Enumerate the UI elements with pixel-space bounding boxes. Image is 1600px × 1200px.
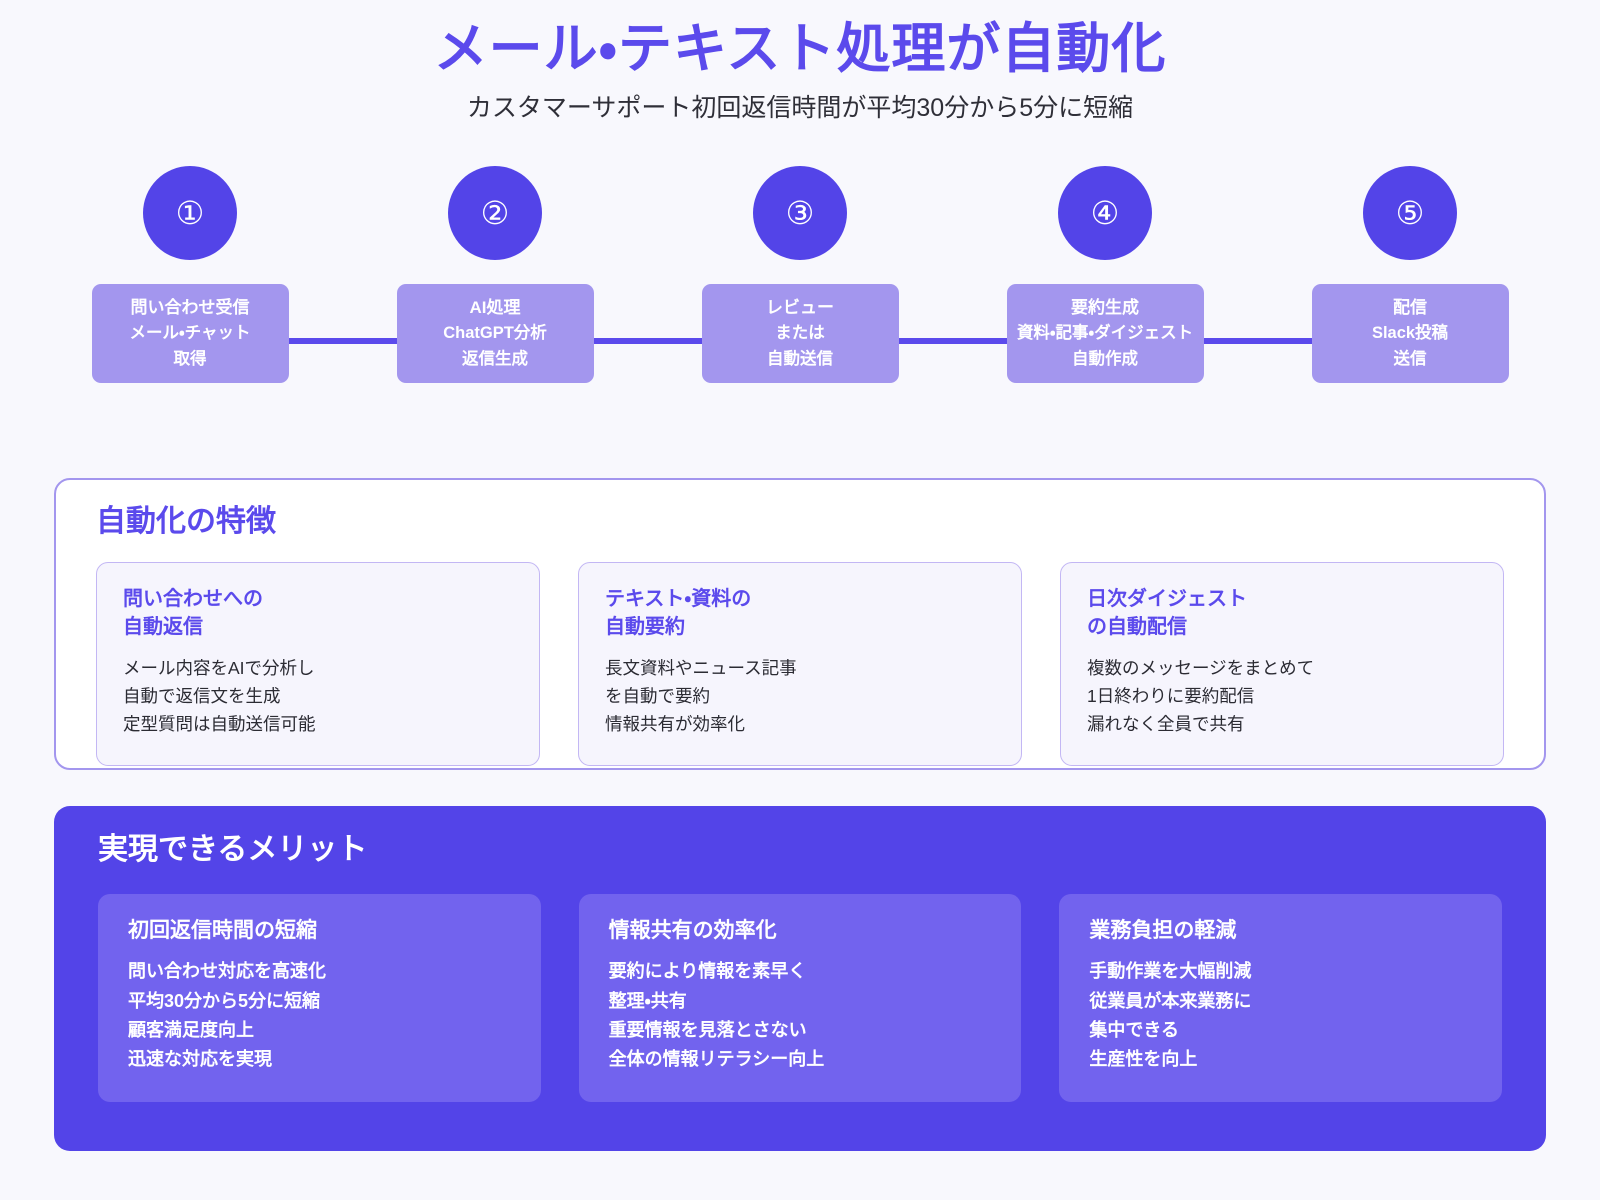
flow-connector-line-4 <box>1139 338 1423 345</box>
feature-card-2[interactable]: テキスト・資料の 自動要約 長文資料やニュース記事 を自動で要約 情報共有が効率… <box>578 562 1022 766</box>
features-card-row: 問い合わせへの 自動返信 メール内容をAIで分析し 自動で返信文を生成 定型質問… <box>96 562 1504 766</box>
page-subtitle: カスタマーサポート初回返信時間が平均30分から5分に短縮 <box>466 93 1134 122</box>
step-box-5[interactable]: 配信 Slack投稿 送信 <box>1311 284 1509 384</box>
merit-card-body-1: 問い合わせ対応を高速化 平均30分から5分に短縮 顧客満足度向上 迅速な対応を実… <box>128 961 326 1070</box>
feature-card-3[interactable]: 日次ダイジェスト の自動配信 複数のメッセージをまとめて 1日終わりに要約配信 … <box>1060 562 1504 766</box>
step-box-3[interactable]: レビュー または 自動送信 <box>701 284 899 384</box>
step-subline-4-2: 自動作成 <box>1072 349 1138 368</box>
merit-card-title-2: 情報共有の効率化 <box>608 919 777 942</box>
merit-card-2[interactable]: 情報共有の効率化 要約により情報を素早く 整理・共有 重要情報を見落とさない 全… <box>578 894 1022 1102</box>
step-number-badge-5: ⑤ <box>1363 166 1457 261</box>
process-flow: ① 問い合わせ受信 メール・チャット 取得 ② AI処理 ChatGPT分析 返… <box>90 166 1510 396</box>
step-subline-4-1: 資料・記事・ダイジェスト <box>1016 324 1194 343</box>
step-title-5: 配信 <box>1393 297 1427 317</box>
merit-card-body-3: 手動作業を大幅削減 従業員が本来業務に 集中できる 生産性を向上 <box>1089 961 1252 1070</box>
feature-card-title-1: 問い合わせへの 自動返信 <box>123 588 263 639</box>
feature-card-1[interactable]: 問い合わせへの 自動返信 メール内容をAIで分析し 自動で返信文を生成 定型質問… <box>96 562 540 766</box>
step-number-badge-3: ③ <box>753 166 847 261</box>
feature-card-body-2: 長文資料やニュース記事 を自動で要約 情報共有が効率化 <box>605 657 797 735</box>
step-subline-2-1: ChatGPT分析 <box>443 324 547 343</box>
step-title-4: 要約生成 <box>1071 297 1139 317</box>
merit-card-title-1: 初回返信時間の短縮 <box>128 919 317 942</box>
flow-step-2[interactable]: ② AI処理 ChatGPT分析 返信生成 <box>395 166 595 384</box>
page-title: メール・テキスト処理が自動化 <box>433 19 1167 79</box>
merit-card-body-2: 要約により情報を素早く 整理・共有 重要情報を見落とさない 全体の情報リテラシー… <box>608 961 825 1070</box>
feature-card-title-3: 日次ダイジェスト の自動配信 <box>1087 588 1247 639</box>
flow-connector-line-3 <box>855 338 1139 345</box>
step-title-3: レビュー <box>766 297 834 317</box>
step-subline-3-1: または <box>775 324 825 343</box>
step-title-2: AI処理 <box>469 297 521 317</box>
features-panel: 自動化の特徴 問い合わせへの 自動返信 メール内容をAIで分析し 自動で返信文を… <box>54 478 1546 770</box>
feature-card-title-2: テキスト・資料の 自動要約 <box>605 588 752 639</box>
step-subline-1-1: メール・チャット <box>129 324 251 343</box>
step-title-1: 問い合わせ受信 <box>130 297 250 317</box>
step-number-badge-1: ① <box>143 166 237 261</box>
step-number-badge-4: ④ <box>1058 166 1152 261</box>
flow-step-4[interactable]: ④ 要約生成 資料・記事・ダイジェスト 自動作成 <box>1005 166 1205 384</box>
step-box-1[interactable]: 問い合わせ受信 メール・チャット 取得 <box>91 284 289 384</box>
step-subline-5-2: 送信 <box>1393 349 1427 368</box>
merit-card-title-3: 業務負担の軽減 <box>1089 919 1237 942</box>
flow-step-3[interactable]: ③ レビュー または 自動送信 <box>700 166 900 384</box>
feature-card-body-3: 複数のメッセージをまとめて 1日終わりに要約配信 漏れなく全員で共有 <box>1087 657 1315 735</box>
step-box-2[interactable]: AI処理 ChatGPT分析 返信生成 <box>396 284 594 384</box>
step-number-badge-2: ② <box>448 166 542 261</box>
step-subline-5-1: Slack投稿 <box>1371 324 1449 343</box>
step-subline-1-2: 取得 <box>173 349 207 368</box>
flow-steps-list: ① 問い合わせ受信 メール・チャット 取得 ② AI処理 ChatGPT分析 返… <box>90 166 1510 396</box>
step-subline-3-2: 自動送信 <box>767 349 833 368</box>
step-subline-2-2: 返信生成 <box>462 349 528 368</box>
features-heading: 自動化の特徴 <box>96 505 276 538</box>
merit-card-3[interactable]: 業務負担の軽減 手動作業を大幅削減 従業員が本来業務に 集中できる 生産性を向上 <box>1059 894 1503 1102</box>
flow-step-1[interactable]: ① 問い合わせ受信 メール・チャット 取得 <box>90 166 290 384</box>
merits-heading: 実現できるメリット <box>98 833 368 866</box>
step-box-4[interactable]: 要約生成 資料・記事・ダイジェスト 自動作成 <box>1006 284 1204 384</box>
merits-card-row: 初回返信時間の短縮 問い合わせ対応を高速化 平均30分から5分に短縮 顧客満足度… <box>98 894 1503 1102</box>
page-header: メール・テキスト処理が自動化 カスタマーサポート初回返信時間が平均30分から5分… <box>0 0 1600 124</box>
merits-panel: 実現できるメリット 初回返信時間の短縮 問い合わせ対応を高速化 平均30分から5… <box>54 806 1546 1151</box>
flow-step-5[interactable]: ⑤ 配信 Slack投稿 送信 <box>1310 166 1510 384</box>
feature-card-body-1: メール内容をAIで分析し 自動で返信文を生成 定型質問は自動送信可能 <box>123 657 316 735</box>
merit-card-1[interactable]: 初回返信時間の短縮 問い合わせ対応を高速化 平均30分から5分に短縮 顧客満足度… <box>98 894 541 1102</box>
